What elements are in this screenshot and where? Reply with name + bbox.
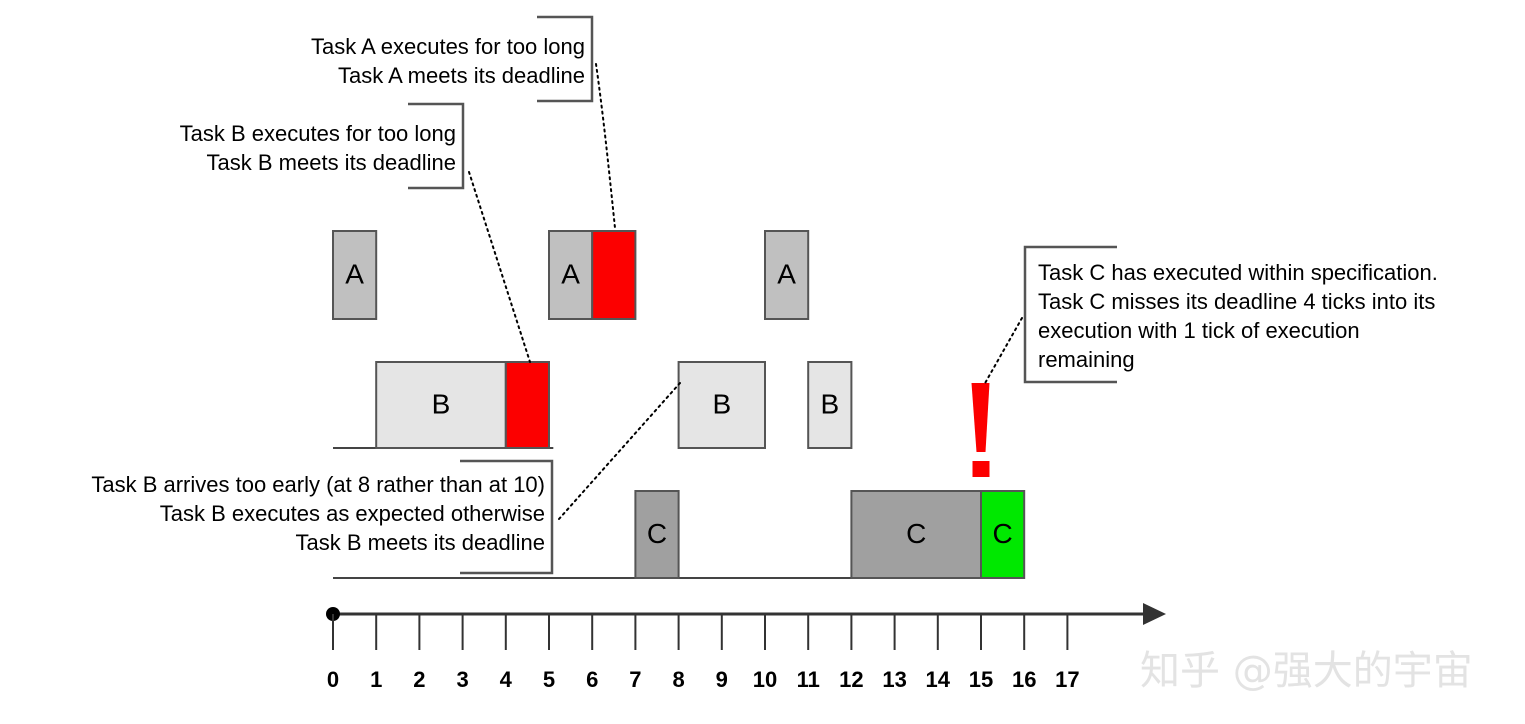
annotation-task-c-bracket: [1023, 245, 1117, 384]
task-c-block-2: [980, 490, 1026, 579]
task-b-block-1: [504, 361, 550, 449]
deadline-miss-exclamation-bar: [971, 383, 990, 452]
annotation-task-b-early-line-2: Task B meets its deadline: [296, 530, 545, 555]
deadline-miss-exclamation-dot: [972, 461, 990, 477]
task-a-block-label: A: [561, 258, 580, 289]
annotation-task-a-bracket: [537, 15, 594, 103]
task-a-block-3: [764, 230, 810, 320]
annotation-task-b-early-line-1: Task B executes as expected otherwise: [160, 501, 545, 526]
watermark-text: 知乎 @强大的宇宙: [1140, 648, 1473, 694]
annotation-task-b-early: Task B arrives too early (at 8 rather th…: [91, 382, 681, 575]
task-c-block-label: C: [906, 518, 926, 549]
task-b-block-label: B: [820, 388, 839, 419]
task-c-block-0: [634, 490, 680, 579]
annotation-task-c-line-3: remaining: [1038, 347, 1135, 372]
annotation-task-c: Task C has executed within specification…: [983, 245, 1438, 386]
axis-tick-label-15: 15: [969, 667, 993, 692]
annotation-task-b-overrun-line-0: Task B executes for too long: [180, 121, 456, 146]
axis-tick-label-12: 12: [839, 667, 863, 692]
annotation-task-b-early-bracket: [460, 459, 554, 575]
axis-tick-label-4: 4: [500, 667, 513, 692]
axis-tick-label-1: 1: [370, 667, 382, 692]
annotation-task-b-early-line-0: Task B arrives too early (at 8 rather th…: [91, 472, 545, 497]
axis-tick-label-5: 5: [543, 667, 555, 692]
axis-tick-label-11: 11: [797, 667, 820, 692]
axis-tick-label-0: 0: [327, 667, 339, 692]
axis-tick-label-2: 2: [413, 667, 425, 692]
axis-tick-label-17: 17: [1055, 667, 1079, 692]
annotation-task-a-line-1: Task A meets its deadline: [338, 63, 585, 88]
task-a-block-2: [591, 230, 637, 320]
annotation-task-a-leader-line: [595, 63, 616, 229]
axis-tick-label-14: 14: [926, 667, 951, 692]
annotation-task-c-line-1: Task C misses its deadline 4 ticks into …: [1038, 289, 1435, 314]
axis-tick-label-6: 6: [586, 667, 598, 692]
annotation-task-c-leader-line: [983, 317, 1023, 386]
annotation-task-b-early-leader-line: [558, 382, 681, 520]
task-c-block-1: [850, 490, 983, 579]
task-b-block-label: B: [432, 388, 451, 419]
annotation-task-a-line-0: Task A executes for too long: [311, 34, 585, 59]
annotation-task-c-line-2: execution with 1 tick of execution: [1038, 318, 1360, 343]
task-c-block-label: C: [647, 518, 667, 549]
task-c-block-label: C: [992, 518, 1012, 549]
task-a-block-label: A: [345, 258, 364, 289]
axis-tick-label-10: 10: [753, 667, 777, 692]
task-b-block-3: [807, 361, 853, 449]
axis-tick-label-3: 3: [456, 667, 468, 692]
task-a-block-label: A: [777, 258, 796, 289]
axis-tick-label-8: 8: [672, 667, 684, 692]
task-a-block-0: [332, 230, 378, 320]
task-b-block-label: B: [712, 388, 731, 419]
axis-tick-label-7: 7: [629, 667, 641, 692]
time-axis-arrow-icon: [1143, 603, 1166, 625]
annotation-task-b-overrun-leader-line: [468, 171, 531, 363]
axis-tick-label-9: 9: [716, 667, 728, 692]
task-b-block-0: [375, 361, 507, 449]
annotation-task-b-overrun-bracket: [408, 102, 465, 190]
axis-tick-label-13: 13: [882, 667, 906, 692]
annotation-task-b-overrun-line-1: Task B meets its deadline: [207, 150, 456, 175]
task-b-block-2: [677, 361, 766, 449]
axis-tick-label-16: 16: [1012, 667, 1036, 692]
annotation-task-c-line-0: Task C has executed within specification…: [1038, 260, 1438, 285]
